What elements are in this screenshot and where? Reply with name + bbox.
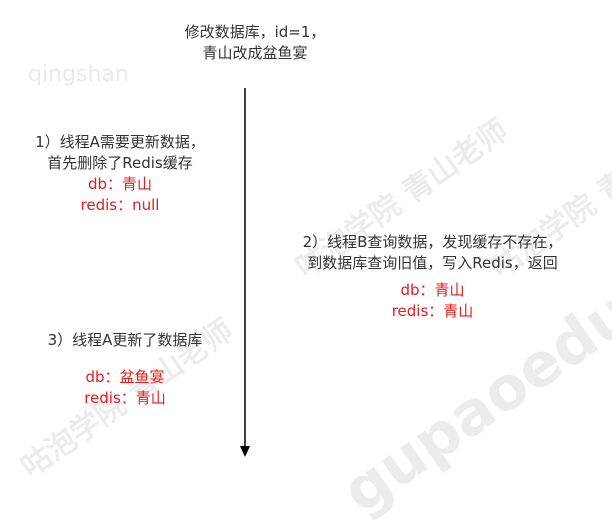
timeline-arrow [240, 88, 250, 457]
step1-note: 1）线程A需要更新数据， 首先删除了Redis缓存 db：青山 redis：nu… [0, 132, 240, 216]
step3-redis: redis：青山 [84, 389, 166, 407]
step3-db: db：盆鱼宴 [85, 368, 165, 386]
header-line2: 青山改成盆鱼宴 [202, 44, 308, 62]
step1-line2: 首先删除了Redis缓存 [47, 154, 193, 172]
header-line1: 修改数据库，id=1， [184, 23, 326, 41]
step2-line2: 到数据库查询旧值，写入Redis，返回 [307, 254, 558, 272]
step3-note: 3）线程A更新了数据库 db：盆鱼宴 redis：青山 [10, 330, 240, 409]
step1-redis: redis：null [80, 196, 160, 214]
step2-redis: redis：青山 [391, 302, 474, 320]
arrowhead-icon [240, 446, 250, 457]
step2-line1: 2）线程B查询数据，发现缓存不存在， [302, 233, 563, 251]
step2-db: db：青山 [400, 281, 465, 299]
header-note: 修改数据库，id=1， 青山改成盆鱼宴 [145, 22, 365, 64]
step1-db: db：青山 [87, 175, 153, 193]
step1-line1: 1）线程A需要更新数据， [35, 133, 205, 151]
step2-note: 2）线程B查询数据，发现缓存不存在， 到数据库查询旧值，写入Redis，返回 d… [255, 232, 610, 322]
step3-line1: 3）线程A更新了数据库 [47, 331, 203, 349]
